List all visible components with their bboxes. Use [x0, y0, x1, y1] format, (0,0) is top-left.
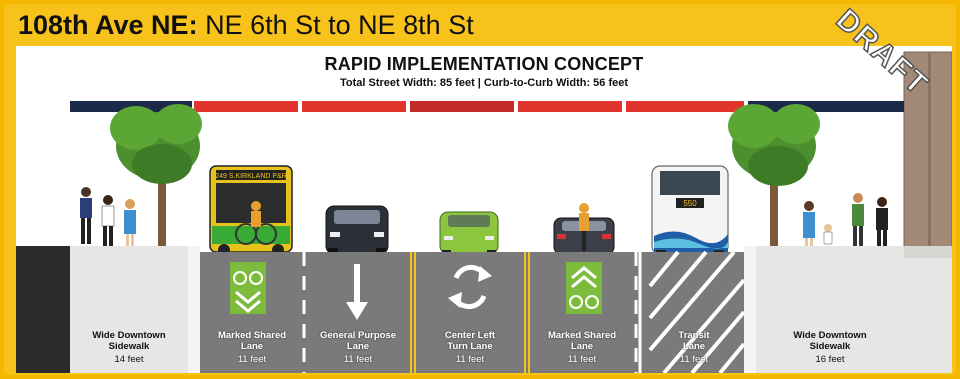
bus-right: 550 — [651, 165, 729, 256]
tree-right — [728, 104, 820, 250]
down-arrow-icon — [346, 264, 368, 320]
sidewalk-right — [756, 246, 952, 373]
cross-section-drawing: 249 S.KIRKLAND P&R — [16, 46, 952, 373]
sharrow-right-icon — [566, 262, 602, 314]
center-line-left-b — [414, 252, 416, 373]
width-bar-right — [748, 101, 904, 112]
concept-title: RAPID IMPLEMENTATION CONCEPT — [324, 54, 644, 74]
center-line-left-a — [410, 252, 412, 373]
car-with-cyclist — [553, 203, 615, 255]
car-green — [439, 211, 499, 256]
poster-frame: 108th Ave NE: NE 6th St to NE 8th St — [4, 2, 956, 375]
width-bar-lane-1 — [194, 101, 298, 112]
width-bar-lane-4 — [518, 101, 622, 112]
sharrow-left-icon — [230, 262, 266, 314]
street-name: 108th Ave NE: — [18, 10, 198, 40]
building-left-base — [16, 246, 70, 373]
tree-left — [110, 104, 202, 250]
cross-section-panel: 249 S.KIRKLAND P&R — [16, 46, 952, 373]
street-segment: NE 6th St to NE 8th St — [205, 10, 474, 40]
street-width-note: Total Street Width: 85 feet | Curb-to-Cu… — [339, 77, 629, 89]
bus-right-route-number: 550 — [683, 199, 697, 208]
bus-left: 249 S.KIRKLAND P&R — [209, 165, 293, 256]
width-bar-lane-3 — [410, 101, 514, 112]
transit-lane-hatch — [648, 250, 746, 373]
center-line-right-a — [524, 252, 526, 373]
page-title: 108th Ave NE: NE 6th St to NE 8th St — [18, 10, 474, 41]
width-bar-lane-2 — [302, 101, 406, 112]
sidewalk-left — [70, 246, 188, 373]
center-line-right-b — [528, 252, 530, 373]
pedestrians-right — [803, 193, 888, 250]
bus-left-destination-sign: 249 S.KIRKLAND P&R — [215, 173, 287, 180]
width-bar-lane-5 — [626, 101, 744, 112]
car-dark — [325, 205, 389, 256]
two-way-turn-arrows-icon — [448, 264, 492, 310]
pedestrians-left — [80, 187, 136, 248]
